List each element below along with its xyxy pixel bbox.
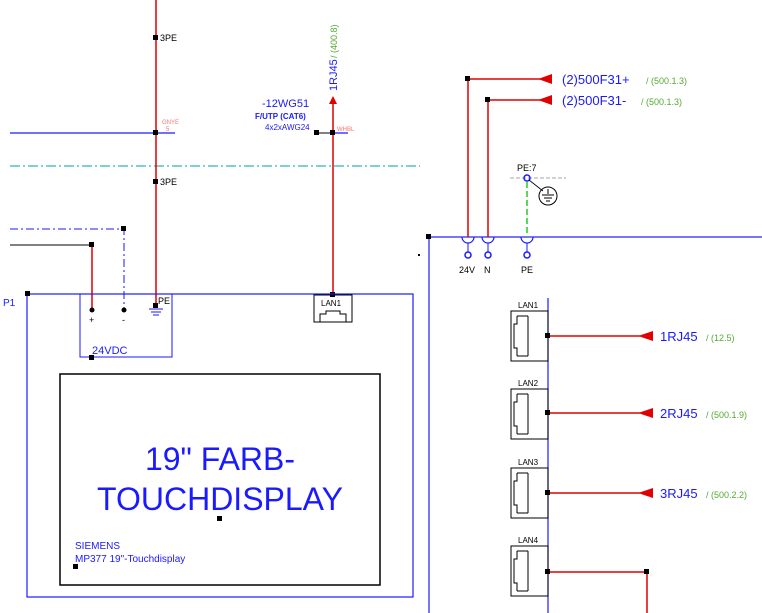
display-panel [59, 373, 381, 586]
switch-lan2-label: LAN2 [518, 379, 539, 388]
wire-lan1-node [545, 333, 550, 338]
terminal-n [481, 236, 495, 259]
xref-lan3-ref: / (500.2.2) [706, 490, 747, 500]
display-title-line1: 19" FARB- [145, 441, 295, 477]
pe-node-1 [153, 35, 158, 40]
arrow-xref-1 [538, 74, 552, 84]
switch-lan2-port [510, 388, 549, 440]
plus-node [89, 242, 94, 247]
display-center-node [217, 516, 222, 521]
manufacturer-label: SIEMENS [75, 541, 120, 552]
cable-vertical-ref: / (400.8) [329, 24, 339, 58]
terminal-pe [520, 236, 534, 259]
wire-lan4 [548, 571, 648, 613]
wire-lan3-node [545, 490, 550, 495]
ground-icon-right [538, 186, 558, 206]
terminal-n-label: N [484, 265, 491, 275]
terminal-pe-label: PE [521, 265, 533, 275]
terminal-plus [89, 307, 95, 313]
switch-lan1-label: LAN1 [518, 301, 539, 310]
pe-terminal-label: PE [158, 296, 170, 306]
switch-lan4-label: LAN4 [518, 536, 539, 545]
model-node [73, 564, 78, 569]
arrow-xref-lan3 [638, 488, 653, 498]
lan-port-left-shape [319, 310, 347, 322]
lan-port-left-label: LAN1 [321, 299, 342, 308]
cable-name: -12WG51 [262, 98, 309, 110]
arrow-up-lan [329, 96, 337, 104]
faint-label-5: 5 [166, 127, 170, 133]
model-label: MP377 19"-Touchdisplay [75, 554, 185, 565]
power-terminal-block [79, 293, 173, 358]
xref-lan2-ref: / (500.1.9) [706, 410, 747, 420]
device-frame-left [26, 293, 414, 598]
dashdot-node [121, 226, 126, 231]
terminal-plus-label: + [89, 315, 94, 325]
terminal-24v [461, 236, 475, 259]
vdc-label: 24VDC [92, 345, 128, 357]
terminal-minus-label: - [122, 315, 125, 325]
wire-n-node [485, 97, 490, 102]
cable-spec: 4x2xAWG24 [265, 123, 310, 132]
pe-node-2 [153, 179, 158, 184]
pe-terminal-node [153, 303, 158, 308]
cable-vertical-label: 1RJ45 [328, 59, 340, 91]
display-title-line2: TOUCHDISPLAY [97, 481, 343, 517]
switch-lan3-port [510, 467, 549, 519]
wire-lan2-node [545, 410, 550, 415]
pe-label-2: 3PE [160, 177, 177, 187]
device-right-small-node [418, 254, 420, 256]
device-right-corner-node [426, 234, 431, 239]
pe-label-1: 3PE [160, 33, 177, 43]
switch-lan1-port [510, 310, 549, 362]
ground-icon-left [149, 308, 163, 316]
pe-ground-diagonal [528, 179, 544, 192]
pe7-label: PE:7 [517, 163, 537, 173]
wire-lan4-corner-node [644, 569, 649, 574]
wire-24v [467, 78, 540, 237]
cable-type: F/UTP (CAT6) [255, 112, 306, 121]
faint-label-whbl: WHBL [337, 127, 355, 133]
xref-1-ref: / (500.1.3) [646, 76, 687, 86]
switch-lan3-label: LAN3 [518, 458, 539, 467]
device-corner-node [25, 291, 30, 296]
arrow-xref-lan2 [638, 408, 653, 418]
xref-lan3-name: 3RJ45 [660, 486, 698, 501]
terminal-minus [121, 307, 127, 313]
xref-1-name: (2)500F31+ [562, 72, 630, 87]
pe-node-mid [153, 130, 158, 135]
vdc-node [89, 355, 94, 360]
arrow-xref-2 [538, 95, 552, 105]
pe7-node [523, 174, 531, 182]
wire-24v-node [465, 76, 470, 81]
device-frame-right [428, 236, 762, 613]
xref-2-name: (2)500F31- [562, 93, 626, 108]
device-label-left: P1 [3, 298, 16, 309]
arrow-xref-lan1 [638, 331, 653, 341]
xref-2-ref: / (500.1.3) [641, 97, 682, 107]
xref-lan1-ref: / (12.5) [706, 333, 735, 343]
terminal-24v-label: 24V [459, 265, 475, 275]
xref-lan2-name: 2RJ45 [660, 406, 698, 421]
lan-port-left [313, 294, 353, 323]
faint-label-gnye: GNYE [162, 120, 179, 126]
switch-lan4-port [510, 545, 549, 597]
wire-lan4-node [545, 569, 550, 574]
xref-lan1-name: 1RJ45 [660, 329, 698, 344]
